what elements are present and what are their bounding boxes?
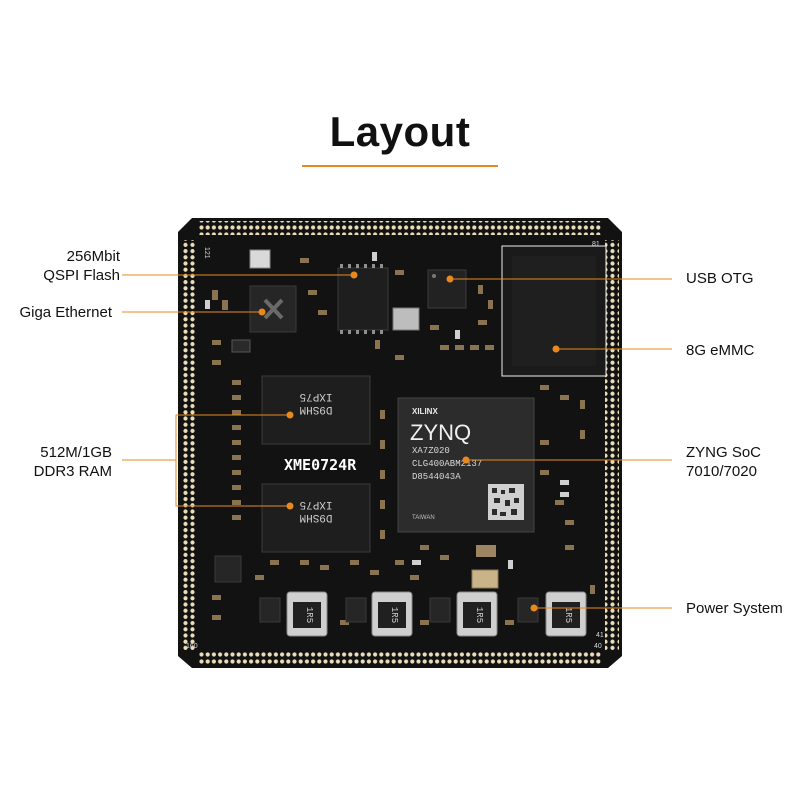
- title-underline: [302, 165, 498, 167]
- ddr3-chip-bottom: IXP75 D9SHM: [261, 483, 371, 553]
- label-line: ZYNG SoC: [686, 444, 762, 461]
- label-line: QSPI Flash: [43, 267, 120, 284]
- label-line: 7010/7020: [686, 463, 757, 480]
- ddr-marking-line: D9SHM: [299, 511, 332, 523]
- callout-dot: [286, 502, 294, 510]
- edge-pads: [181, 221, 619, 665]
- oscillator: [249, 249, 271, 269]
- tantalum-cap: [471, 569, 499, 589]
- page-title: Layout: [329, 108, 471, 155]
- ddr-marking-line: IXP75: [299, 390, 332, 402]
- ddr-marking-line: D9SHM: [299, 403, 332, 415]
- pin-number: 81: [592, 241, 600, 248]
- power-ic: [214, 555, 539, 623]
- label-emmc: 8G eMMC: [686, 342, 755, 359]
- label-power-system: Power System: [686, 600, 783, 617]
- callout-dot: [258, 308, 266, 316]
- soc-marking-line: CLG400ABM2137: [412, 459, 482, 469]
- emmc-chip: [501, 245, 607, 377]
- pin-number: 40: [594, 643, 602, 650]
- callout-dot: [286, 411, 294, 419]
- inductor-marking: 1R5: [474, 607, 484, 623]
- label-qspi-flash: 256Mbit QSPI Flash: [43, 247, 120, 285]
- label-line: DDR3 RAM: [33, 463, 112, 480]
- led: [231, 339, 251, 353]
- soc-marking-line: D8544043A: [412, 472, 461, 482]
- pin-number: 121: [203, 247, 210, 259]
- passive-components: [212, 258, 595, 625]
- label-usb-otg: USB OTG: [686, 270, 754, 287]
- label-giga-ethernet: Giga Ethernet: [19, 304, 112, 321]
- pin-number: 160: [186, 643, 198, 650]
- label-ddr3-ram: 512M/1GB DDR3 RAM: [34, 443, 112, 481]
- callout-dot: [462, 456, 470, 464]
- ddr3-chip-top: IXP75 D9SHM: [261, 375, 371, 445]
- inductor-marking: 1R5: [389, 607, 399, 623]
- soc-family: ZYNQ: [410, 420, 471, 445]
- zynq-soc-chip: XILINX ZYNQ XA7Z020 CLG400ABM2137 D85440…: [397, 397, 535, 533]
- label-line: 256Mbit: [66, 248, 120, 265]
- callout-dot: [530, 604, 538, 612]
- ethernet-phy: [249, 285, 297, 333]
- tantalum-cap: [476, 545, 496, 557]
- label-zynq-soc: ZYNG SoC 7010/7020: [686, 443, 761, 481]
- usb-otg-phy: [427, 269, 467, 309]
- pin-number: 41: [596, 632, 604, 639]
- soc-origin: TAIWAN: [412, 515, 435, 521]
- soc-marking-line: XA7Z020: [412, 446, 450, 456]
- callout-dot: [552, 345, 560, 353]
- inductor-marking: 1R5: [304, 607, 314, 623]
- callout-dot: [350, 271, 358, 279]
- ddr-marking-line: IXP75: [299, 498, 332, 510]
- crystal: [392, 307, 420, 331]
- callout-dot: [446, 275, 454, 283]
- power-inductors: 1R5 1R5 1R5 1R5: [286, 591, 587, 637]
- qspi-flash-chip: [337, 264, 389, 334]
- board-model: XME0724R: [284, 456, 357, 474]
- label-line: 512M/1GB: [40, 444, 112, 461]
- inductor-marking: 1R5: [563, 607, 573, 623]
- soc-brand: XILINX: [412, 407, 438, 416]
